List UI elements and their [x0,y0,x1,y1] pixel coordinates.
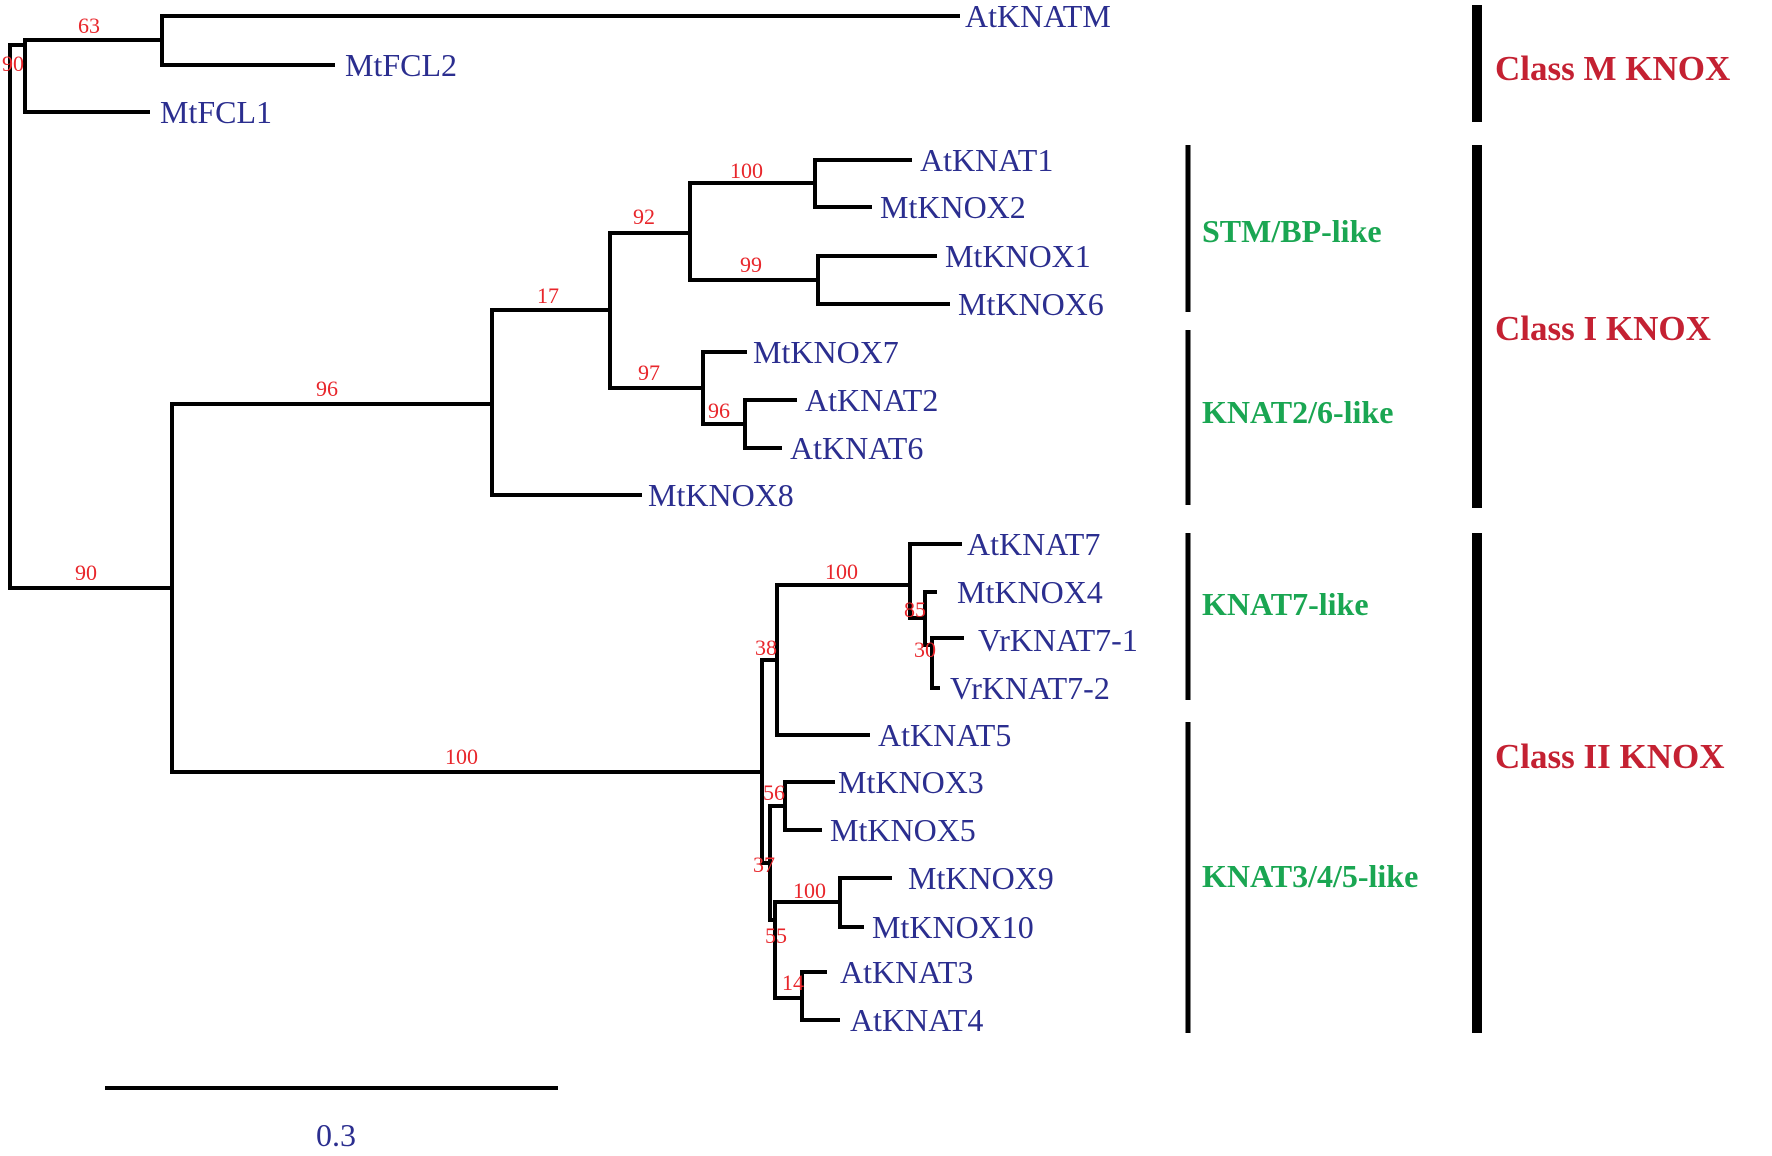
taxon-label: MtKNOX2 [880,189,1026,225]
taxon-label: MtFCL1 [160,94,272,130]
taxon-label: AtKNAT2 [805,382,938,418]
subclade-label: STM/BP-like [1202,213,1382,249]
bootstrap-value: 100 [445,744,478,769]
taxon-label: AtKNAT7 [967,526,1100,562]
bootstrap-value: 17 [537,283,559,308]
class-label: Class M KNOX [1495,49,1730,88]
taxon-label: MtKNOX7 [753,334,899,370]
taxon-label: MtKNOX6 [958,286,1104,322]
bootstrap-value: 63 [78,13,100,38]
subclade-label: KNAT2/6-like [1202,394,1393,430]
subclade-label: KNAT7-like [1202,586,1369,622]
tree-branches [8,14,964,1022]
taxon-label: AtKNATM [965,0,1111,34]
bootstrap-value: 38 [755,635,777,660]
taxon-label: AtKNAT3 [840,954,973,990]
taxon-label: AtKNAT4 [850,1002,983,1038]
bootstrap-value: 99 [740,252,762,277]
taxon-label: MtFCL2 [345,47,457,83]
taxon-label: MtKNOX9 [908,860,1054,896]
bootstrap-value: 96 [316,376,338,401]
bootstrap-value: 97 [638,360,660,385]
scale-bar: 0.3 [105,1086,558,1153]
class-label: Class II KNOX [1495,737,1724,776]
bootstrap-value: 55 [765,923,787,948]
taxon-label: MtKNOX3 [838,764,984,800]
bootstrap-value: 14 [782,970,804,995]
bootstrap-value: 56 [763,780,785,805]
class-labels: Class M KNOX Class I KNOX Class II KNOX [1495,49,1730,776]
bootstrap-value: 100 [793,878,826,903]
taxon-label: AtKNAT6 [790,430,923,466]
taxon-label: MtKNOX5 [830,812,976,848]
class-label: Class I KNOX [1495,309,1711,348]
taxon-label: VrKNAT7-2 [950,670,1110,706]
scale-bar-label: 0.3 [316,1117,356,1153]
bootstrap-value: 92 [633,204,655,229]
taxon-labels: AtKNATM MtFCL2 MtFCL1 AtKNAT1 MtKNOX2 Mt… [160,0,1138,1038]
taxon-label: MtKNOX8 [648,477,794,513]
bootstrap-value: 30 [914,637,936,662]
bootstrap-value: 85 [904,597,926,622]
taxon-label: MtKNOX10 [872,909,1034,945]
bootstrap-value: 90 [75,560,97,585]
bootstrap-value: 37 [753,852,775,877]
bootstrap-value: 90 [2,51,24,76]
taxon-label: MtKNOX1 [945,238,1091,274]
bootstrap-value: 100 [825,559,858,584]
taxon-label: VrKNAT7-1 [978,622,1138,658]
bootstrap-value: 96 [708,398,730,423]
taxon-label: AtKNAT5 [878,717,1011,753]
taxon-label: AtKNAT1 [920,142,1053,178]
bootstrap-value: 100 [730,158,763,183]
bootstrap-values: 63 90 100 92 99 17 97 96 96 90 100 85 30… [2,13,936,995]
taxon-label: MtKNOX4 [957,574,1103,610]
subclade-label: KNAT3/4/5-like [1202,858,1418,894]
subclade-labels: STM/BP-like KNAT2/6-like KNAT7-like KNAT… [1202,213,1418,894]
